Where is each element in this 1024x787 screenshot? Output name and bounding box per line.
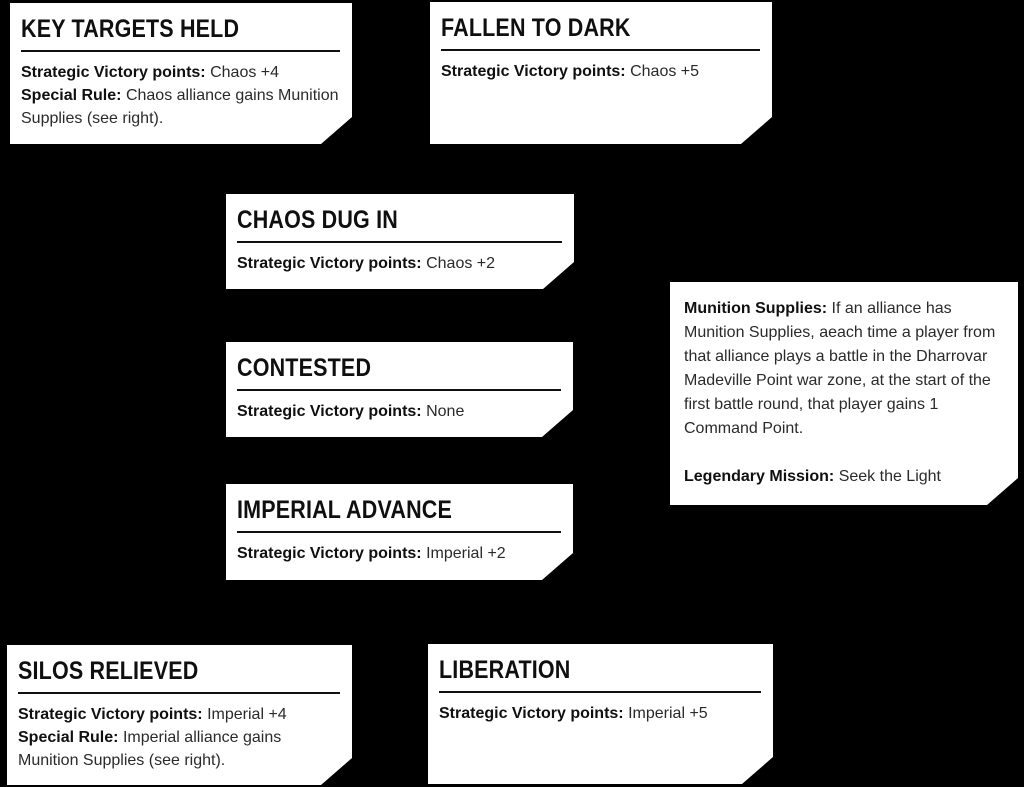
strategic-victory-points-value: Chaos +4 <box>210 64 280 81</box>
strategic-victory-points-label: Strategic Victory points: <box>237 403 422 420</box>
strategic-victory-points-value: None <box>426 403 465 420</box>
paragraph-spacer <box>684 441 1003 465</box>
card-title: KEY TARGETS HELD <box>21 12 340 46</box>
legendary-mission-line: Legendary Mission: Seek the Light <box>684 465 1003 489</box>
card-title-text: IMPERIAL ADVANCE <box>237 496 452 524</box>
munition-supplies-rule: Munition Supplies: If an alliance has Mu… <box>684 297 1003 441</box>
strategic-victory-points-line: Strategic Victory points: Chaos +4 <box>21 61 340 84</box>
strategic-victory-points-label: Strategic Victory points: <box>441 63 626 80</box>
title-divider <box>18 692 340 694</box>
strategic-victory-points-label: Strategic Victory points: <box>237 545 422 562</box>
munition-supplies-label: Munition Supplies: <box>684 300 828 317</box>
munition-supplies-text: If an alliance has Munition Supplies, ae… <box>684 300 996 437</box>
strategic-victory-points-value: Imperial +2 <box>426 545 506 562</box>
strategic-victory-points-line: Strategic Victory points: Chaos +5 <box>441 60 760 83</box>
status-card-liberation: LIBERATION Strategic Victory points: Imp… <box>428 644 773 784</box>
status-card-imperial-advance: IMPERIAL ADVANCE Strategic Victory point… <box>226 484 573 580</box>
strategic-victory-points-value: Chaos +5 <box>630 63 700 80</box>
special-rule-value: Imperial alliance gains Munition Supplie… <box>18 729 282 769</box>
card-title-text: LIBERATION <box>439 656 571 684</box>
card-title-text: FALLEN TO DARK <box>441 14 631 42</box>
strategic-victory-points-line: Strategic Victory points: Imperial +5 <box>439 702 761 725</box>
card-title: LIBERATION <box>439 653 761 687</box>
munition-supplies-note: Munition Supplies: If an alliance has Mu… <box>670 282 1018 505</box>
card-title: FALLEN TO DARK <box>441 11 760 45</box>
card-title-text: CONTESTED <box>237 354 372 382</box>
card-title-text: SILOS RELIEVED <box>18 657 199 685</box>
strategic-victory-points-label: Strategic Victory points: <box>237 255 422 272</box>
title-divider <box>237 241 562 243</box>
special-rule-label: Special Rule: <box>18 729 119 746</box>
special-rule-label: Special Rule: <box>21 87 122 104</box>
card-title: CONTESTED <box>237 351 561 385</box>
card-title-text: CHAOS DUG IN <box>237 206 398 234</box>
special-rule-value: Chaos alliance gains Munition Supplies (… <box>21 87 339 127</box>
title-divider <box>237 531 561 533</box>
title-divider <box>439 691 761 693</box>
special-rule-line: Special Rule: Imperial alliance gains Mu… <box>18 726 340 772</box>
status-card-key-targets-held: KEY TARGETS HELD Strategic Victory point… <box>10 3 352 144</box>
strategic-victory-points-value: Imperial +5 <box>628 705 708 722</box>
strategic-victory-points-line: Strategic Victory points: Imperial +2 <box>237 542 561 565</box>
status-card-silos-relieved: SILOS RELIEVED Strategic Victory points:… <box>7 645 352 785</box>
strategic-victory-points-line: Strategic Victory points: None <box>237 400 561 423</box>
strategic-victory-points-label: Strategic Victory points: <box>21 64 206 81</box>
title-divider <box>237 389 561 391</box>
card-title: IMPERIAL ADVANCE <box>237 493 561 527</box>
title-divider <box>21 50 340 52</box>
legendary-mission-label: Legendary Mission: <box>684 468 835 485</box>
card-title: CHAOS DUG IN <box>237 203 562 237</box>
status-card-chaos-dug-in: CHAOS DUG IN Strategic Victory points: C… <box>226 194 574 289</box>
strategic-victory-points-label: Strategic Victory points: <box>439 705 624 722</box>
status-card-contested: CONTESTED Strategic Victory points: None <box>226 342 573 437</box>
legendary-mission-value: Seek the Light <box>838 468 941 485</box>
card-title: SILOS RELIEVED <box>18 654 340 688</box>
status-card-fallen-to-dark: FALLEN TO DARK Strategic Victory points:… <box>430 2 772 144</box>
strategic-victory-points-value: Chaos +2 <box>426 255 496 272</box>
card-title-text: KEY TARGETS HELD <box>21 15 240 43</box>
special-rule-line: Special Rule: Chaos alliance gains Munit… <box>21 84 340 130</box>
strategic-victory-points-label: Strategic Victory points: <box>18 706 203 723</box>
strategic-victory-points-line: Strategic Victory points: Chaos +2 <box>237 252 562 275</box>
strategic-victory-points-value: Imperial +4 <box>207 706 287 723</box>
strategic-victory-points-line: Strategic Victory points: Imperial +4 <box>18 703 340 726</box>
title-divider <box>441 49 760 51</box>
